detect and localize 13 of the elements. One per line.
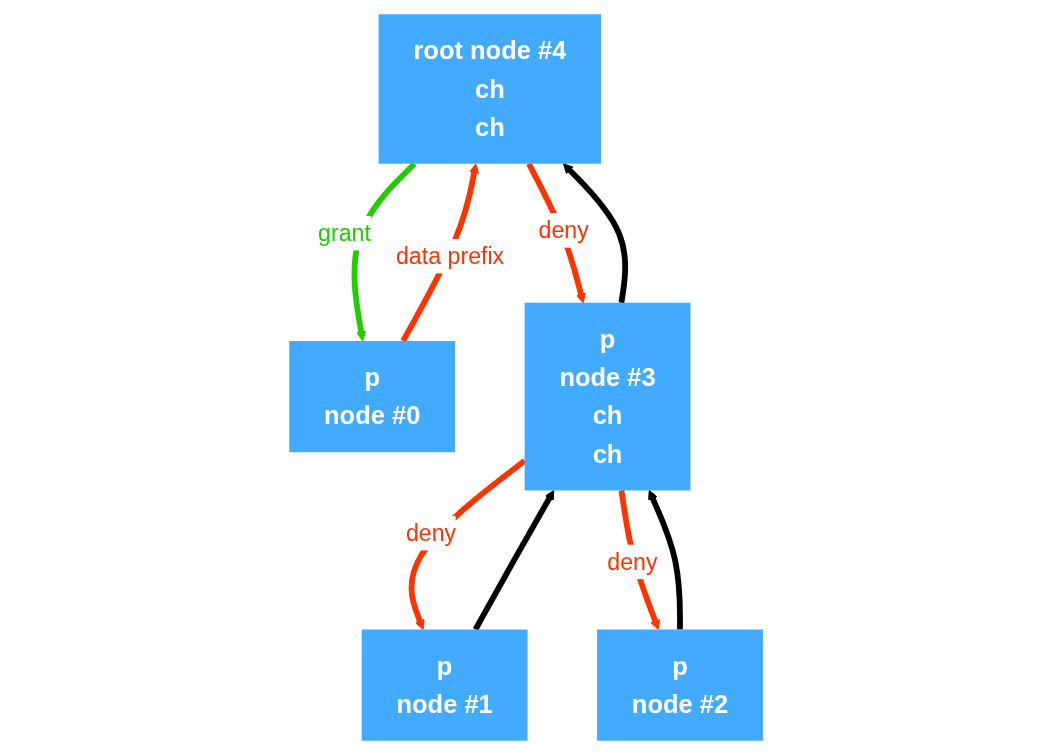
edge-label: deny bbox=[405, 519, 457, 546]
node-box: root node #4 ch ch bbox=[378, 13, 601, 164]
node-box: p node #1 bbox=[361, 629, 528, 741]
arrow bbox=[472, 489, 555, 631]
edge-label: grant bbox=[317, 220, 371, 246]
node-box: p node #3 ch ch bbox=[524, 302, 691, 490]
arrow bbox=[562, 162, 628, 303]
edge-label: deny bbox=[538, 217, 589, 243]
node-box: p node #2 bbox=[597, 629, 763, 741]
edge-label: deny bbox=[607, 548, 658, 575]
edge-label: data prefix bbox=[395, 242, 505, 269]
node-box: p node #0 bbox=[289, 340, 455, 452]
arrow bbox=[648, 489, 683, 629]
